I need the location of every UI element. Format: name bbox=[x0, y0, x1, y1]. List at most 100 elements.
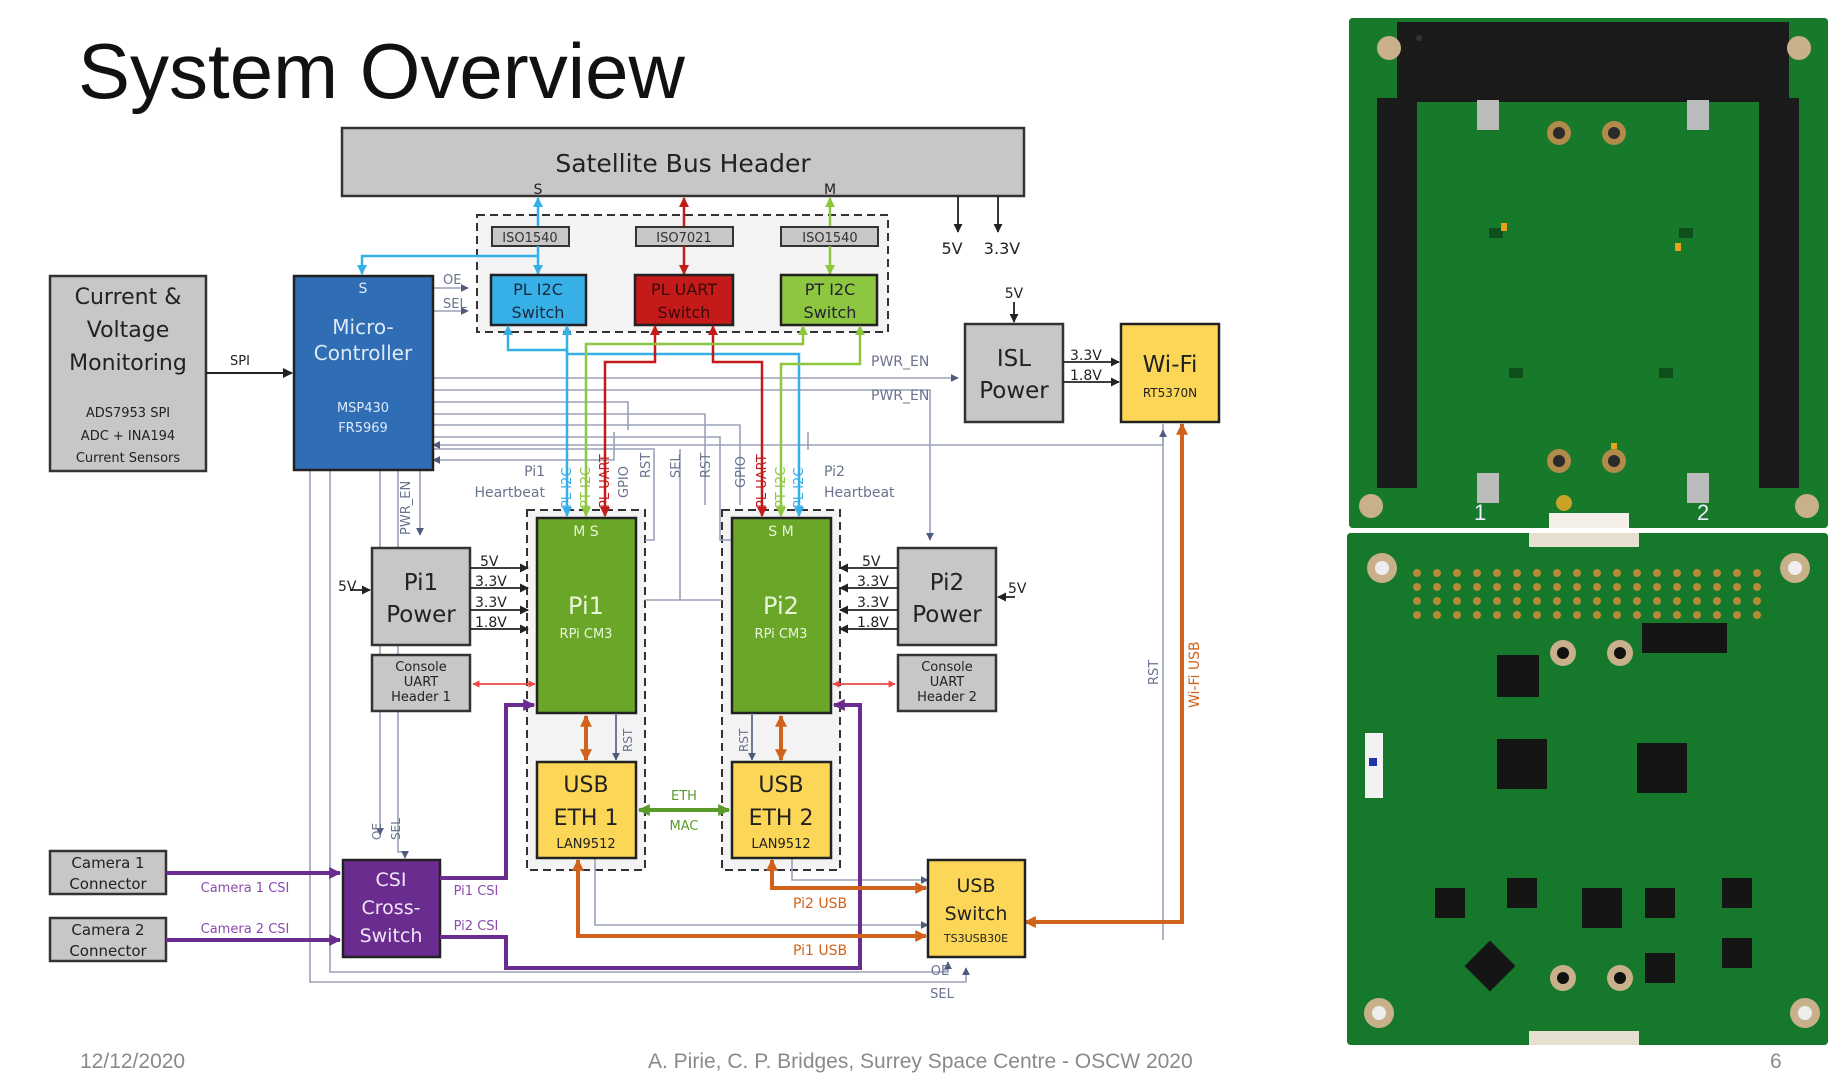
bus-port-s: S bbox=[534, 182, 543, 198]
svg-text:RST: RST bbox=[699, 453, 714, 478]
sel-label: SEL bbox=[669, 454, 684, 478]
svg-text:Monitoring: Monitoring bbox=[69, 351, 187, 376]
svg-text:Camera 1: Camera 1 bbox=[71, 854, 144, 872]
csi-oe-label: OE bbox=[370, 823, 384, 840]
svg-text:ISO1540: ISO1540 bbox=[802, 231, 857, 246]
pi2-rail-labels: 5V 3.3V 3.3V 1.8V bbox=[857, 554, 889, 631]
pi2-usb-label: Pi2 USB bbox=[793, 896, 847, 912]
bus-5v-label: 5V bbox=[941, 239, 962, 258]
svg-text:LAN9512: LAN9512 bbox=[751, 837, 810, 852]
svg-text:1.8V: 1.8V bbox=[857, 615, 889, 631]
mcu-oe-label: OE bbox=[443, 273, 461, 288]
slide-title: System Overview bbox=[78, 27, 685, 115]
eth-label: ETH bbox=[671, 789, 697, 804]
satellite-bus-header-label: Satellite Bus Header bbox=[555, 149, 811, 178]
wifi-rst-label: RST bbox=[1147, 660, 1162, 685]
svg-text:Power: Power bbox=[979, 378, 1049, 404]
stack-connector bbox=[1397, 22, 1789, 102]
usb-oe-label: OE bbox=[931, 964, 949, 979]
svg-text:5V: 5V bbox=[480, 554, 499, 570]
svg-text:ISL: ISL bbox=[997, 346, 1031, 372]
svg-text:Switch: Switch bbox=[658, 303, 711, 322]
pi1-usb-link bbox=[572, 858, 928, 942]
pcb-photo-bottom bbox=[1347, 533, 1828, 1045]
console-uart-header-2: Console UART Header 2 bbox=[896, 653, 998, 713]
usb-eth-1: USB ETH 1 LAN9512 bbox=[535, 760, 638, 860]
console-uart-header-1: Console UART Header 1 bbox=[370, 653, 472, 713]
page-number: 6 bbox=[1770, 1050, 1782, 1073]
wifi-module: Wi-Fi RT5370N bbox=[1119, 322, 1221, 424]
isl-power: ISL Power bbox=[963, 322, 1065, 424]
satellite-bus-header bbox=[340, 126, 1026, 198]
pi2-power-input-label: 5V bbox=[1008, 581, 1027, 597]
svg-text:ETH 1: ETH 1 bbox=[554, 806, 619, 831]
svg-text:PL UART: PL UART bbox=[651, 280, 717, 299]
svg-text:CSI: CSI bbox=[376, 869, 407, 891]
svg-text:GPIO: GPIO bbox=[617, 466, 632, 498]
pi2-usb-link bbox=[766, 858, 928, 894]
svg-text:S: S bbox=[359, 281, 368, 297]
svg-text:ISO1540: ISO1540 bbox=[502, 231, 557, 246]
svg-text:USB: USB bbox=[956, 875, 995, 897]
bus-port-m: M bbox=[824, 182, 836, 198]
mcu-sel-label: SEL bbox=[443, 297, 467, 312]
csi-sel-label: SEL bbox=[389, 818, 403, 840]
svg-text:PL I2C: PL I2C bbox=[560, 468, 575, 508]
pi1-pwr-en-label: PWR_EN bbox=[399, 481, 414, 535]
footer-credit: A. Pirie, C. P. Bridges, Surrey Space Ce… bbox=[648, 1050, 1193, 1073]
camera-1-connector: Camera 1 Connector bbox=[48, 849, 168, 896]
pi2-rails bbox=[839, 563, 898, 634]
svg-text:Pi1: Pi1 bbox=[568, 592, 604, 620]
svg-text:GPIO: GPIO bbox=[734, 456, 749, 488]
svg-text:MSP430: MSP430 bbox=[337, 401, 389, 416]
usb-sel-label: SEL bbox=[930, 987, 954, 1002]
svg-text:Wi-Fi: Wi-Fi bbox=[1143, 352, 1198, 378]
svg-text:Header 1: Header 1 bbox=[391, 690, 451, 705]
cm3-socket-right bbox=[1759, 98, 1799, 488]
spi-label: SPI bbox=[230, 354, 250, 369]
pl-uart-switch: PL UART Switch bbox=[633, 273, 735, 327]
isl-1v8-label: 1.8V bbox=[1070, 368, 1102, 384]
svg-text:ETH 2: ETH 2 bbox=[749, 806, 814, 831]
svg-text:Console: Console bbox=[395, 660, 447, 675]
svg-text:Console: Console bbox=[921, 660, 973, 675]
svg-text:RST: RST bbox=[639, 453, 654, 478]
svg-text:PL I2C: PL I2C bbox=[513, 280, 563, 299]
svg-text:Power: Power bbox=[912, 602, 982, 628]
pi1-heartbeat-label-2: Heartbeat bbox=[474, 485, 545, 501]
svg-text:M S: M S bbox=[573, 524, 599, 540]
svg-text:Connector: Connector bbox=[69, 875, 147, 893]
isolator-1: ISO1540 bbox=[491, 226, 570, 247]
mac-label: MAC bbox=[670, 819, 699, 834]
svg-text:Header 2: Header 2 bbox=[917, 690, 977, 705]
svg-text:PT I2C: PT I2C bbox=[805, 280, 856, 299]
svg-text:3.3V: 3.3V bbox=[857, 574, 889, 590]
pi1-rail-labels: 5V 3.3V 3.3V 1.8V bbox=[475, 554, 507, 631]
pi1-rails bbox=[470, 563, 529, 634]
svg-text:PT I2C: PT I2C bbox=[579, 467, 594, 508]
pi1-usb-label: Pi1 USB bbox=[793, 943, 847, 959]
svg-text:Current &: Current & bbox=[75, 285, 182, 310]
svg-text:ISO7021: ISO7021 bbox=[656, 231, 711, 246]
svg-text:Voltage: Voltage bbox=[87, 318, 170, 343]
usb-switch: USB Switch TS3USB30E bbox=[926, 858, 1027, 959]
pcb-bottom-graphic bbox=[1347, 533, 1828, 1045]
svg-text:1.8V: 1.8V bbox=[475, 615, 507, 631]
svg-text:PL UART: PL UART bbox=[755, 454, 770, 508]
pt-i2c-switch: PT I2C Switch bbox=[779, 273, 879, 327]
cm3-socket-left bbox=[1377, 98, 1417, 488]
pi1-signal-labels: PL I2C PT I2C PL UART GPIO RST bbox=[560, 453, 654, 508]
pi2-power: Pi2 Power bbox=[896, 546, 998, 647]
microcontroller: S Micro- Controller MSP430 FR5969 bbox=[292, 274, 435, 472]
svg-text:UART: UART bbox=[404, 675, 438, 690]
camera1-csi-label: Camera 1 CSI bbox=[201, 881, 290, 896]
svg-text:USB: USB bbox=[758, 773, 803, 798]
footer-date: 12/12/2020 bbox=[80, 1050, 186, 1073]
svg-text:FR5969: FR5969 bbox=[338, 421, 388, 436]
pi2-pwr-en-label: PWR_EN bbox=[871, 388, 929, 404]
svg-text:Power: Power bbox=[386, 602, 456, 628]
isl-pwr-en-label: PWR_EN bbox=[871, 354, 929, 370]
svg-text:ADS7953 SPI: ADS7953 SPI bbox=[86, 406, 170, 421]
pi1-heartbeat-label-1: Pi1 bbox=[524, 464, 545, 480]
